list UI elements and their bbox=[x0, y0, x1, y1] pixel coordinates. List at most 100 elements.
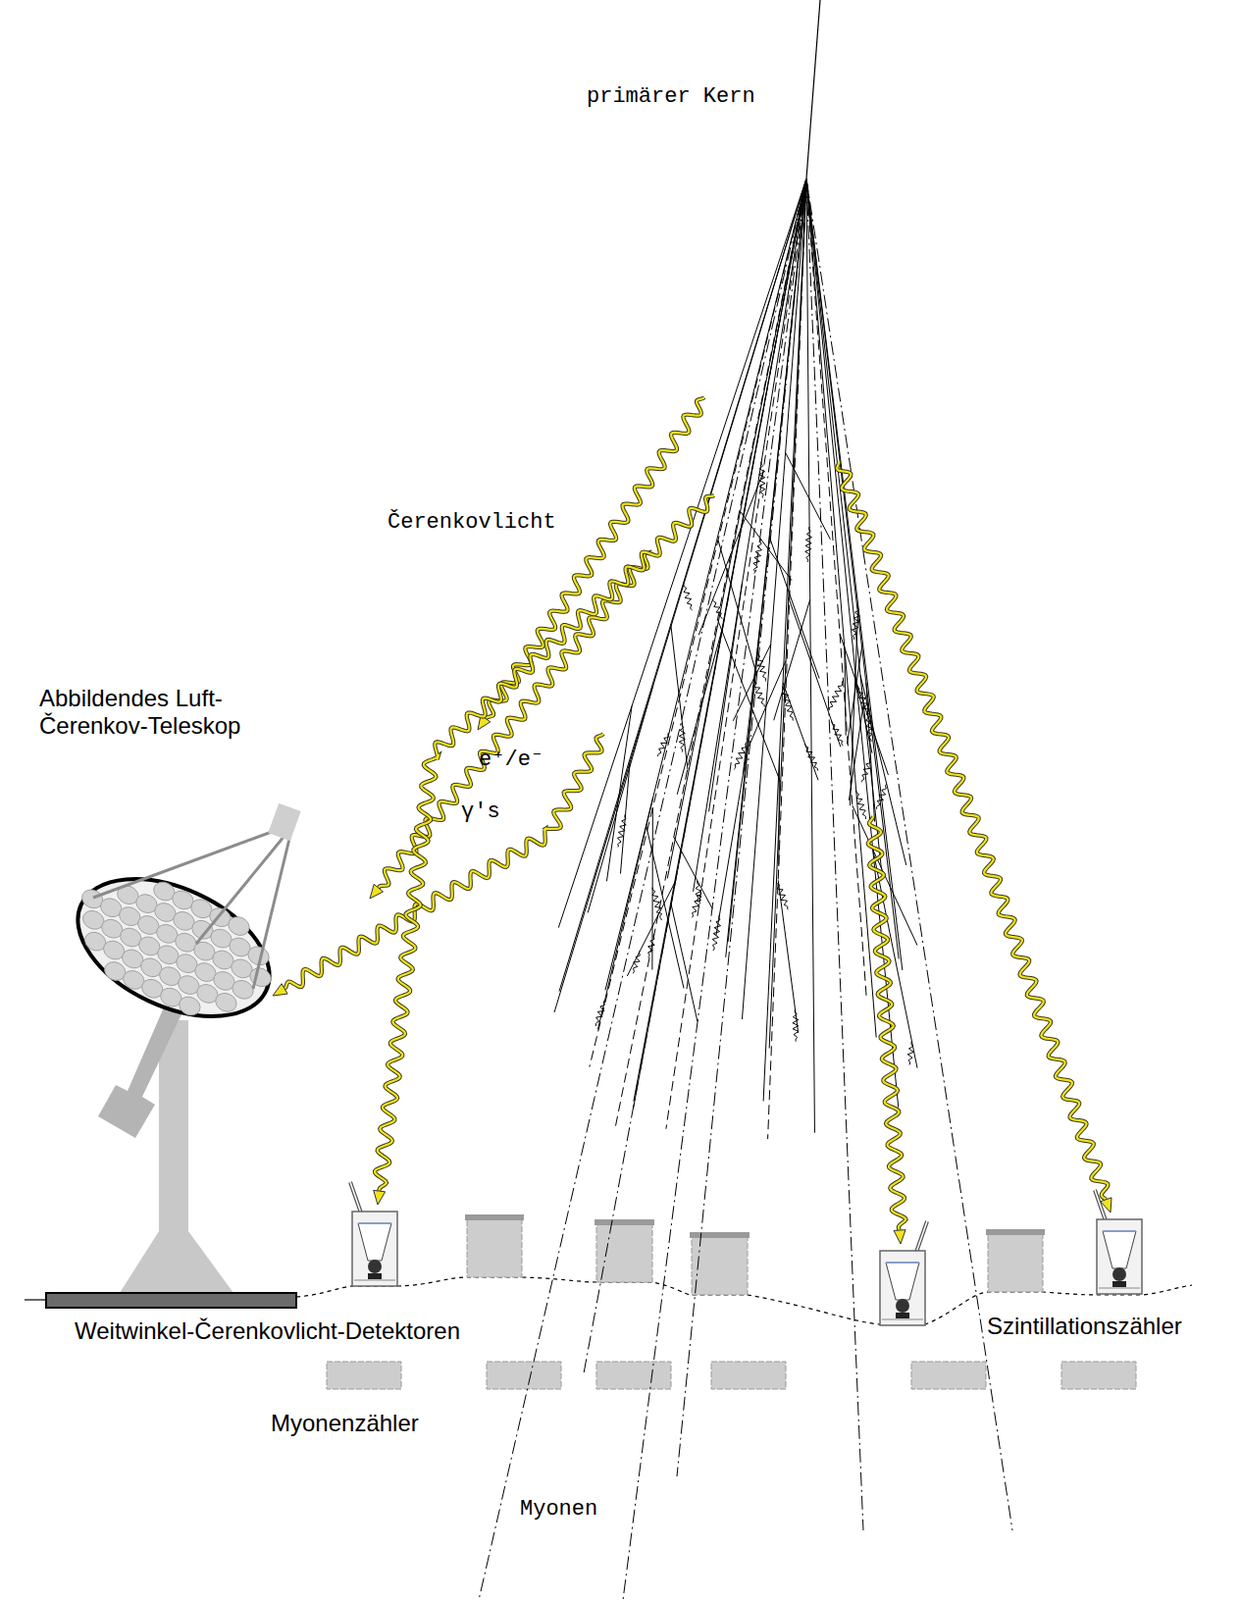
cherenkov-detector bbox=[879, 1221, 928, 1326]
cherenkov-light-arrow bbox=[373, 495, 715, 1205]
scintillator-box bbox=[985, 1229, 1045, 1293]
shower-track bbox=[671, 904, 698, 1022]
light-ray-outline bbox=[378, 551, 653, 888]
particle-label: γ's bbox=[461, 799, 501, 825]
shower-track bbox=[718, 540, 756, 673]
photon-wiggle bbox=[757, 652, 767, 682]
cherenkov-light-rays bbox=[272, 397, 1112, 1244]
cherenkov-light-arrow bbox=[477, 397, 705, 730]
telescope bbox=[46, 803, 302, 1308]
photon-wiggle bbox=[595, 1000, 605, 1027]
scintillator-box bbox=[465, 1214, 524, 1278]
muon-track bbox=[583, 178, 807, 1374]
light-ray bbox=[284, 733, 604, 989]
shower-track bbox=[769, 537, 820, 679]
telescope-base bbox=[46, 1292, 297, 1308]
dish-rim bbox=[55, 851, 291, 1045]
muon-counter bbox=[911, 1361, 986, 1390]
shower-track bbox=[718, 621, 780, 782]
arrow-head bbox=[272, 983, 288, 996]
photon-wiggle bbox=[617, 814, 626, 848]
shower-track bbox=[727, 178, 807, 942]
shower-track bbox=[740, 511, 792, 580]
shower-track bbox=[554, 178, 807, 1013]
light-label: Čerenkovlicht bbox=[387, 510, 557, 535]
particle-shower bbox=[478, 0, 1013, 1600]
photon-wiggle bbox=[856, 790, 867, 820]
telescope-stand bbox=[119, 1020, 234, 1293]
arrow-head bbox=[1100, 1197, 1112, 1213]
telescope-dish bbox=[53, 849, 292, 1044]
mirror-facet bbox=[212, 989, 241, 1016]
scintillator-box bbox=[594, 1219, 655, 1283]
cherenkov-light-arrow bbox=[272, 733, 604, 996]
photon-wiggle bbox=[856, 684, 872, 718]
shower-track bbox=[774, 599, 811, 721]
instrument-label: Abbildendes Luft- Čerenkov-Teleskop bbox=[39, 684, 280, 739]
muon-counter bbox=[1061, 1361, 1137, 1390]
light-ray bbox=[868, 816, 907, 1231]
photon-wiggle bbox=[775, 880, 788, 910]
muon-track bbox=[806, 178, 864, 1531]
camera-rod bbox=[253, 838, 290, 989]
photon-wiggle bbox=[865, 712, 873, 742]
arrow-head bbox=[893, 1230, 906, 1244]
shower-track bbox=[558, 178, 807, 929]
mirror-facet bbox=[176, 993, 205, 1020]
detector-label: Szintillationszähler bbox=[986, 1312, 1183, 1341]
photon-wiggle bbox=[753, 539, 763, 574]
photon-wiggle bbox=[852, 605, 861, 640]
shower-track bbox=[844, 647, 846, 736]
photon-wiggle bbox=[805, 743, 819, 771]
cherenkov-detectors bbox=[350, 1182, 1142, 1326]
telescope-camera bbox=[267, 803, 301, 841]
photon-wiggle bbox=[632, 950, 640, 974]
shower-track bbox=[597, 797, 653, 1031]
shower-track bbox=[806, 178, 877, 1038]
camera-rod bbox=[196, 835, 285, 944]
telescope-counterweight bbox=[98, 1000, 183, 1138]
photon-wiggle bbox=[683, 584, 692, 612]
photon-wiggle bbox=[713, 599, 724, 620]
muon-counter bbox=[711, 1361, 786, 1390]
detector-label: Weitwinkel-Čerenkovlicht-Detektoren bbox=[74, 1317, 461, 1345]
shower-track bbox=[856, 682, 873, 753]
photon-wiggle bbox=[782, 685, 793, 721]
shower-track bbox=[806, 178, 899, 960]
photon-wiggle bbox=[831, 721, 843, 746]
shower-track bbox=[725, 178, 807, 958]
photon-wiggle bbox=[652, 887, 663, 922]
shower-track bbox=[671, 624, 688, 771]
photon-wiggle bbox=[876, 783, 886, 810]
particle-label: Myonen bbox=[519, 1497, 598, 1522]
arrow-head bbox=[373, 1189, 386, 1205]
cherenkov-detector bbox=[1094, 1189, 1142, 1294]
shower-track bbox=[806, 178, 882, 870]
camera-rod bbox=[93, 828, 280, 898]
light-ray bbox=[378, 551, 653, 888]
cherenkov-detector bbox=[350, 1182, 398, 1287]
photon-wiggle bbox=[861, 758, 871, 783]
shower-track bbox=[782, 682, 819, 780]
shower-track bbox=[849, 613, 858, 806]
photon-wiggle bbox=[678, 723, 685, 753]
photon-wiggle bbox=[828, 680, 844, 712]
mirror-facets bbox=[54, 852, 290, 1041]
primary-track bbox=[806, 0, 821, 179]
shower-track bbox=[839, 633, 888, 776]
photon-wiggle bbox=[753, 678, 765, 707]
photon-wiggle bbox=[805, 526, 813, 563]
photon-wiggle bbox=[733, 742, 747, 771]
light-ray-outline bbox=[374, 495, 715, 1191]
detector-label: Myonenzähler bbox=[270, 1409, 419, 1438]
photon-wiggle bbox=[658, 732, 671, 757]
shower-track bbox=[806, 178, 815, 1134]
muon-counter bbox=[486, 1361, 562, 1390]
particle-label: primärer Kern bbox=[586, 84, 756, 109]
shower-track bbox=[615, 178, 807, 1131]
ground-line bbox=[24, 1298, 47, 1300]
shower-track bbox=[785, 452, 831, 540]
particle-label: e⁺/e⁻ bbox=[478, 747, 544, 773]
light-ray bbox=[374, 495, 715, 1191]
